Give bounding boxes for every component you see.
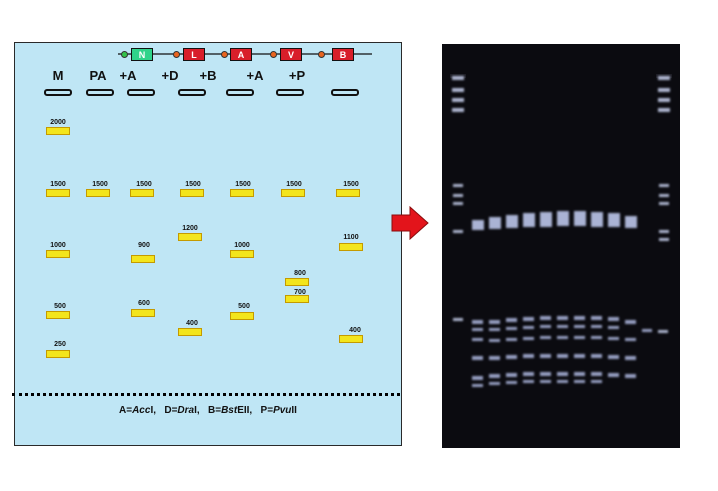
dotted-separator: [12, 393, 400, 396]
gel-lower-bands: [472, 316, 652, 387]
legend-prefix: A=: [119, 405, 133, 416]
gene-box-b: B: [332, 48, 354, 61]
band-label: 800: [294, 270, 306, 277]
band: [178, 328, 202, 336]
band: [130, 189, 154, 197]
band-label: 1000: [50, 242, 66, 249]
gene-box-n: N: [131, 48, 153, 61]
band: [339, 335, 363, 343]
lane-label-a: +A: [119, 68, 137, 83]
band-label: 1500: [50, 181, 66, 188]
band-label: 500: [54, 303, 66, 310]
band-label: 1200: [182, 225, 198, 232]
band: [131, 309, 155, 317]
legend-suffix: EII,: [237, 405, 253, 416]
band: [230, 189, 254, 197]
lane-label-d: +D: [161, 68, 179, 83]
band: [336, 189, 360, 197]
gel-ladder-right: [658, 76, 670, 333]
lane-label-m: M: [52, 68, 64, 83]
band-label: 1100: [343, 234, 359, 241]
gene-dot-site: [221, 51, 228, 58]
band: [46, 250, 70, 258]
band-label: 250: [54, 341, 66, 348]
well: [127, 89, 155, 96]
gel-wells: [450, 74, 672, 78]
band: [230, 250, 254, 258]
band-label: 400: [349, 327, 361, 334]
gel-main-band-row: [472, 211, 637, 230]
band: [86, 189, 110, 197]
band-label: 1500: [185, 181, 201, 188]
gene-box-v: V: [280, 48, 302, 61]
legend-italic: Dra: [177, 405, 195, 416]
schematic-panel: [14, 42, 402, 446]
band: [180, 189, 204, 197]
legend-prefix: P=: [260, 405, 274, 416]
enzyme-legend: A=AccI, D=DraI, B=BstEII, P=PvuII: [14, 405, 402, 416]
gene-box-a: A: [230, 48, 252, 61]
band: [281, 189, 305, 197]
band: [46, 189, 70, 197]
band: [230, 312, 254, 320]
legend-prefix: B=: [208, 405, 222, 416]
well: [226, 89, 254, 96]
arrow-right-icon: [391, 206, 429, 240]
gel-ladder-left: [452, 76, 464, 321]
band-label: 1000: [234, 242, 250, 249]
band-label: 700: [294, 289, 306, 296]
lane-label-b: +B: [199, 68, 217, 83]
band-label: 900: [138, 242, 150, 249]
band-label: 1500: [92, 181, 108, 188]
gene-dot-site: [318, 51, 325, 58]
band: [339, 243, 363, 251]
lane-label-a2: +A: [246, 68, 264, 83]
legend-suffix: I,: [150, 405, 156, 416]
band-label: 1500: [235, 181, 251, 188]
legend-suffix: I,: [194, 405, 200, 416]
gel-bands-svg: [450, 74, 672, 387]
band: [285, 295, 309, 303]
well: [178, 89, 206, 96]
lane-label-p: +P: [288, 68, 306, 83]
band: [178, 233, 202, 241]
legend-italic: Acc: [132, 405, 151, 416]
band: [46, 350, 70, 358]
band: [46, 311, 70, 319]
lane-label-pa: PA: [89, 68, 107, 83]
band-label: 500: [238, 303, 250, 310]
band-label: 2000: [50, 119, 66, 126]
band-label: 1500: [286, 181, 302, 188]
band: [46, 127, 70, 135]
gene-dot-site: [270, 51, 277, 58]
gene-box-l: L: [183, 48, 205, 61]
well: [44, 89, 72, 96]
band-label: 400: [186, 320, 198, 327]
gene-dot-start: [121, 51, 128, 58]
legend-italic: Bst: [221, 405, 238, 416]
band-label: 1500: [136, 181, 152, 188]
legend-prefix: D=: [164, 405, 178, 416]
gel-photo: [442, 44, 680, 448]
band-label: 600: [138, 300, 150, 307]
legend-italic: Pvu: [273, 405, 292, 416]
legend-suffix: II: [291, 405, 297, 416]
gene-dot-site: [173, 51, 180, 58]
band: [131, 255, 155, 263]
well: [276, 89, 304, 96]
band: [285, 278, 309, 286]
well: [86, 89, 114, 96]
band-label: 1500: [343, 181, 359, 188]
well: [331, 89, 359, 96]
